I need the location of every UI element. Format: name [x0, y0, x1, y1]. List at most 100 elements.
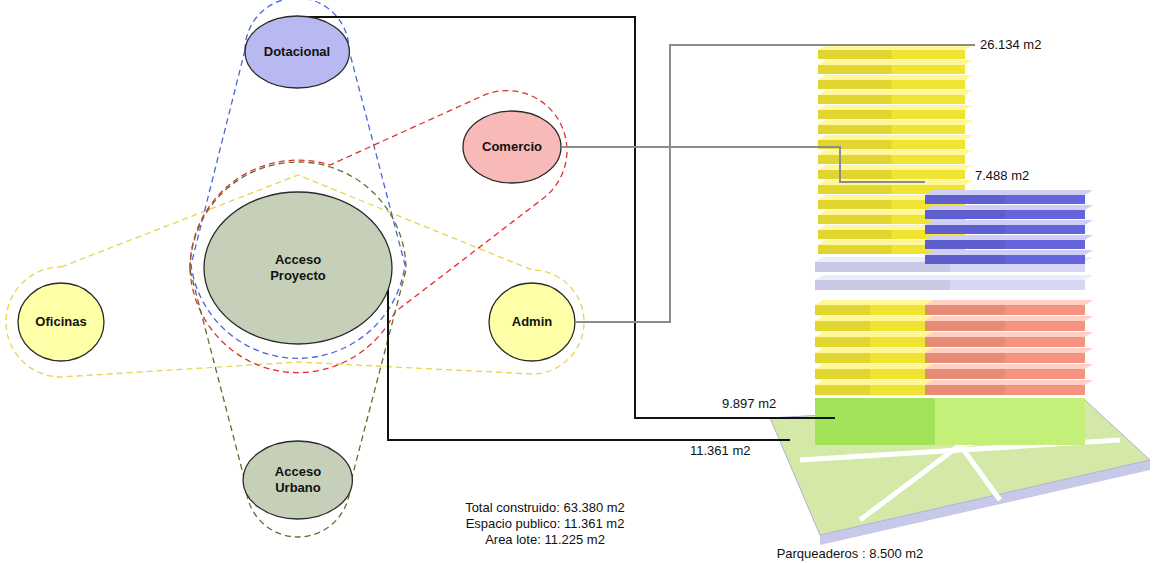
slab-front	[925, 210, 1085, 219]
tower-floor	[818, 60, 973, 74]
tower-floor	[818, 135, 973, 149]
purple-floor	[925, 205, 1093, 219]
summary-note: Area lote: 11.225 m2	[485, 532, 605, 548]
group-envelopes	[6, 0, 584, 537]
slab-front	[815, 385, 925, 395]
area-callout: 11.361 m2	[690, 443, 750, 459]
summary-note: Parqueaderos : 8.500 m2	[777, 546, 924, 562]
lower-floor	[815, 332, 933, 347]
lower-floor	[815, 380, 933, 395]
slab-shade	[925, 210, 1005, 219]
slab-front	[818, 125, 965, 134]
tower-floor	[818, 90, 973, 104]
slab-shade	[818, 65, 892, 74]
slab-shade	[818, 200, 892, 209]
slab-top	[925, 380, 1093, 385]
purple-floor	[925, 220, 1093, 234]
slab-shade	[818, 245, 892, 254]
tower-floor	[818, 150, 973, 164]
lower-floor	[815, 300, 933, 315]
purple-floor	[925, 235, 1093, 249]
slab-top	[815, 316, 933, 321]
node-label: Dotacional	[264, 44, 330, 60]
area-callout: 26.134 m2	[980, 37, 1041, 53]
slab-front	[815, 321, 925, 331]
slab-top	[815, 332, 933, 337]
node-ellipse: Comercio	[462, 110, 562, 184]
node-ellipse: Acceso Urbano	[242, 440, 353, 520]
slab-shade	[815, 337, 870, 347]
slab-shade	[818, 230, 892, 239]
slab-shade	[818, 80, 892, 89]
summary-note: Espacio publico: 11.361 m2	[466, 516, 625, 532]
node-ellipse: Admin	[488, 282, 576, 362]
building-massing	[815, 45, 1093, 445]
node-label: Oficinas	[35, 314, 86, 330]
slab-shade	[925, 369, 1005, 379]
slab-shade	[818, 50, 892, 59]
slab-top	[815, 348, 933, 353]
tower-floor	[818, 75, 973, 89]
node-label: Admin	[512, 314, 552, 330]
tower-floor	[818, 105, 973, 119]
leader-line	[300, 17, 835, 418]
slab-shade	[818, 95, 892, 104]
slab-front	[925, 337, 1085, 347]
leader-line	[562, 147, 925, 182]
slab-top	[815, 275, 1093, 280]
slab-shade	[925, 353, 1005, 363]
slab-shade	[925, 385, 1005, 395]
slab-top	[815, 364, 933, 369]
slab-top	[818, 135, 973, 140]
slab-shade	[815, 385, 870, 395]
ellipse-shape	[489, 283, 575, 361]
slab-front	[815, 337, 925, 347]
slab-top	[925, 364, 1093, 369]
slab-shade	[818, 170, 892, 179]
slab-front	[818, 95, 965, 104]
group-envelope	[190, 162, 406, 537]
slab-top	[925, 205, 1093, 210]
tower-floor	[818, 165, 973, 179]
slab-shade	[815, 305, 870, 315]
slab-shade	[815, 280, 950, 290]
slab-top	[818, 75, 973, 80]
slab-shade	[818, 155, 892, 164]
area-callout: 9.897 m2	[722, 396, 776, 412]
node-label: Acceso Urbano	[263, 464, 333, 497]
node-label: Comercio	[482, 139, 542, 155]
slab-shade	[925, 240, 1005, 249]
slab-front	[925, 353, 1085, 363]
slab-top	[818, 150, 973, 155]
slab-front	[925, 321, 1085, 331]
podium	[815, 398, 1085, 445]
slab-front	[818, 65, 965, 74]
slab-front	[925, 385, 1085, 395]
slab-top	[818, 90, 973, 95]
summary-note: Total construido: 63.380 m2	[465, 500, 625, 516]
slab-shade	[925, 195, 1005, 204]
slab-top	[818, 105, 973, 110]
slab-top	[925, 332, 1093, 337]
ellipse-shape	[463, 111, 561, 183]
ellipse-shape	[245, 16, 349, 88]
slab-top	[925, 220, 1093, 225]
lower-floor	[815, 364, 933, 379]
slab-front	[925, 369, 1085, 379]
commerce-floor	[925, 364, 1093, 379]
commerce-floor	[925, 332, 1093, 347]
slab-top	[925, 235, 1093, 240]
lower-floor	[815, 316, 933, 331]
commerce-floor	[925, 300, 1093, 315]
slab-top	[925, 300, 1093, 305]
slab-front	[925, 225, 1085, 234]
group-envelope	[191, 0, 405, 358]
podium-shade	[815, 398, 935, 445]
slab-top	[925, 348, 1093, 353]
commerce-floor	[925, 380, 1093, 395]
slab-shade	[818, 110, 892, 119]
slab-shade	[818, 125, 892, 134]
commerce-floor	[925, 348, 1093, 363]
slab-top	[815, 300, 933, 305]
